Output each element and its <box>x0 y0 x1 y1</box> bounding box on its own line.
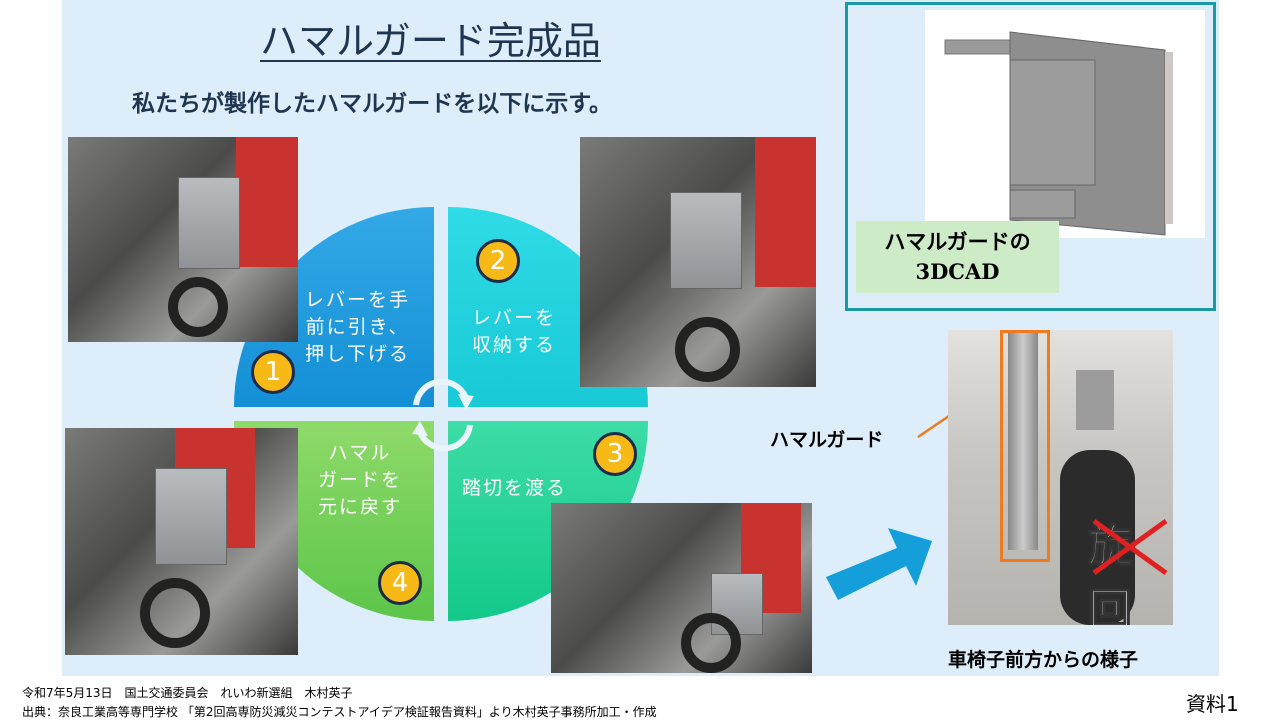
guard-callout-label: ハマルガード <box>770 429 884 451</box>
cycle-arrowhead-icon <box>458 394 474 410</box>
cycle-arrow-top-icon <box>413 378 469 406</box>
cycle-arrowhead-icon <box>412 421 428 436</box>
step-1-badge: 1 <box>251 350 295 394</box>
step-2-badge: 2 <box>476 239 520 283</box>
photo-step-3 <box>551 503 812 673</box>
step-3-label: 踏切を渡る <box>462 477 568 499</box>
step-1-label: レバーを手前に引き、押し下げる <box>305 289 411 365</box>
step-2-label: レバーを収納する <box>472 307 557 356</box>
step-3-badge: 3 <box>593 432 637 476</box>
front-view-photo: 旋回 <box>948 330 1173 625</box>
right-arrow-icon <box>826 528 932 600</box>
slide-title: ハマルガード完成品 <box>260 19 601 63</box>
cad-panel <box>845 2 1216 311</box>
step-4-badge: 4 <box>378 561 422 605</box>
cycle-arrow-bottom-icon <box>417 424 473 452</box>
cad-model-drawing <box>944 31 1173 236</box>
rotation-text: 旋回 <box>1087 520 1133 625</box>
front-view-caption: 車椅子前方からの様子 <box>948 649 1139 671</box>
footer-line-1: 令和7年5月13日 国土交通委員会 れいわ新選組 木村英子 <box>22 686 353 700</box>
photo-step-4 <box>65 428 298 655</box>
photo-step-2 <box>580 137 816 387</box>
footer-source: 出典：奈良工業高等専門学校 「第2回高専防災減災コンテストアイデア検証報告資料」… <box>22 705 657 719</box>
slide-subtitle: 私たちが製作したハマルガードを以下に示す。 <box>132 90 613 117</box>
cross-mark-icon <box>1092 518 1168 576</box>
photo-step-1 <box>68 137 298 342</box>
quadrant-step-3 <box>448 421 648 621</box>
document-label: 資料1 <box>1186 692 1239 716</box>
step-4-label: ハマルガードを元に戻す <box>318 442 403 518</box>
guard-highlight-box <box>1000 330 1050 562</box>
cad-image <box>925 10 1205 238</box>
